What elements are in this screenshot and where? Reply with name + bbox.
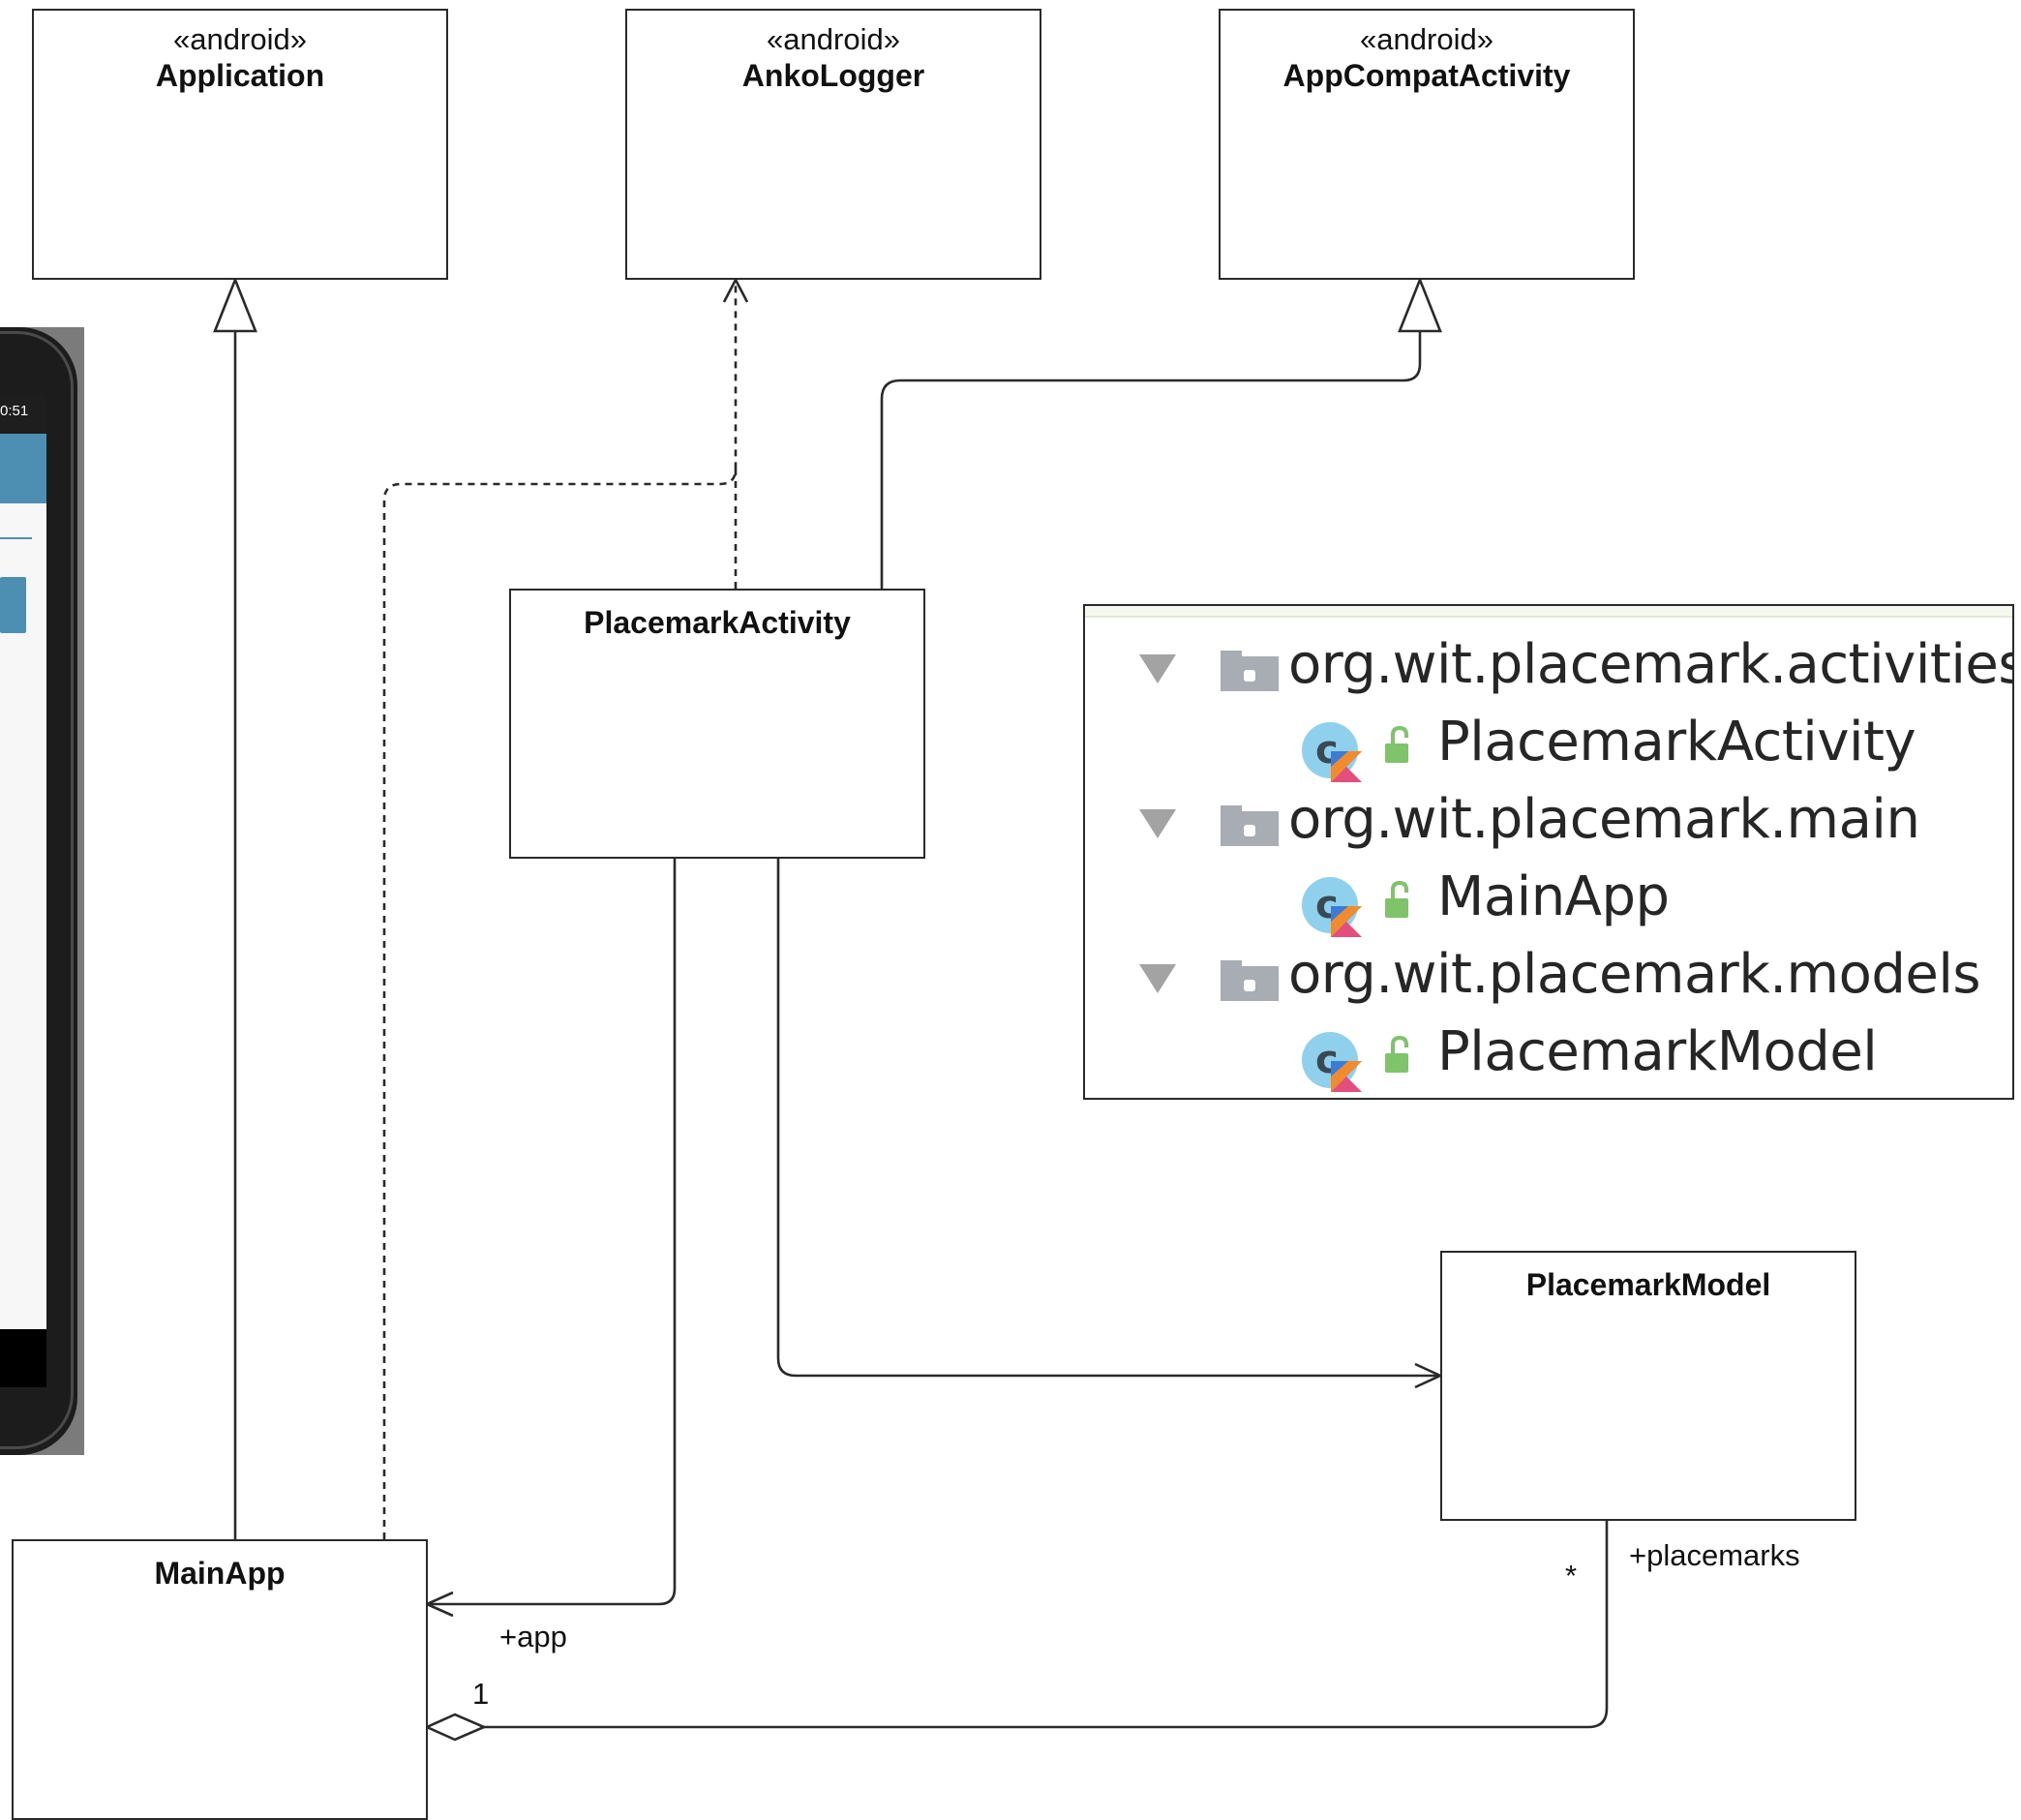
tree-package-row[interactable]: org.wit.placemark.activities	[1085, 625, 2012, 703]
dependency-arrowhead	[722, 277, 749, 303]
tree-clipped-row	[1085, 606, 2012, 618]
tree-class-row[interactable]: c PlacemarkModel	[1085, 1013, 2012, 1092]
stereotype-label: «android»	[1360, 22, 1493, 56]
aggregation-mainapp-placemarkmodel	[484, 1521, 1609, 1729]
generalization-placemarkactivity-appcompatactivity	[880, 331, 1422, 589]
class-name: PlacemarkActivity	[1437, 711, 1916, 774]
phone-nav-bar	[0, 1329, 46, 1387]
package-name: org.wit.placemark.models	[1288, 943, 1981, 1006]
aggregation-diamond	[423, 1713, 488, 1742]
generalization-arrowhead	[1398, 276, 1442, 333]
package-name: org.wit.placemark.main	[1288, 788, 1920, 851]
class-appcompatactivity[interactable]: «android» AppCompatActivity	[1219, 9, 1635, 280]
class-placemarkactivity[interactable]: PlacemarkActivity	[509, 589, 925, 859]
class-mainapp[interactable]: MainApp	[12, 1539, 428, 1820]
phone-input-underline	[0, 537, 32, 539]
tree-class-row[interactable]: c PlacemarkActivity	[1085, 703, 2012, 782]
class-name: MainApp	[1437, 865, 1670, 928]
expand-arrow-icon[interactable]	[1139, 654, 1176, 683]
kotlin-class-icon: c	[1302, 722, 1362, 782]
tree-class-row[interactable]: c MainApp	[1085, 858, 2012, 937]
role-label-app: +app	[499, 1620, 567, 1653]
association-placemarkactivity-placemarkmodel	[776, 858, 1440, 1378]
class-name: PlacemarkActivity	[584, 605, 851, 640]
expand-arrow-icon[interactable]	[1139, 964, 1176, 993]
unlocked-icon	[1385, 1036, 1408, 1073]
package-folder-icon	[1221, 651, 1279, 691]
dependency-mainapp-ankologger	[382, 283, 738, 1539]
project-tree-panel: org.wit.placemark.activities c Placemark…	[1083, 604, 2014, 1100]
kotlin-class-icon: c	[1302, 1032, 1362, 1092]
phone-app-bar	[0, 434, 46, 503]
generalization-arrowhead	[213, 276, 257, 333]
association-placemarkactivity-mainapp	[427, 858, 677, 1606]
package-folder-icon	[1221, 805, 1279, 846]
phone-clock: 0:51	[0, 403, 29, 419]
multiplicity-label-one: 1	[472, 1677, 490, 1711]
phone-button[interactable]	[0, 577, 26, 633]
role-label-placemarks: +placemarks	[1629, 1538, 1800, 1572]
class-name: Application	[155, 58, 325, 93]
stereotype-label: «android»	[173, 22, 307, 56]
phone-screenshot: 0:51	[0, 327, 84, 1455]
expand-arrow-icon[interactable]	[1139, 809, 1176, 838]
unlocked-icon	[1385, 881, 1408, 918]
stereotype-label: «android»	[767, 22, 900, 56]
unlocked-icon	[1385, 726, 1408, 763]
phone-status-bar	[0, 395, 46, 434]
class-name: MainApp	[154, 1556, 286, 1591]
class-application[interactable]: «android» Application	[32, 9, 448, 280]
class-ankologger[interactable]: «android» AnkoLogger	[625, 9, 1041, 280]
package-folder-icon	[1221, 960, 1279, 1001]
class-name: PlacemarkModel	[1525, 1267, 1771, 1302]
class-name: AppCompatActivity	[1282, 58, 1571, 93]
class-placemarkmodel[interactable]: PlacemarkModel	[1440, 1251, 1856, 1521]
class-name: PlacemarkModel	[1437, 1020, 1878, 1083]
phone-screen	[0, 395, 46, 1363]
kotlin-class-icon: c	[1302, 877, 1362, 937]
class-name: AnkoLogger	[741, 58, 925, 93]
package-name: org.wit.placemark.activities	[1288, 633, 2014, 696]
tree-package-row[interactable]: org.wit.placemark.models	[1085, 935, 2012, 1013]
multiplicity-label-many: *	[1565, 1559, 1578, 1592]
tree-package-row[interactable]: org.wit.placemark.main	[1085, 780, 2012, 858]
